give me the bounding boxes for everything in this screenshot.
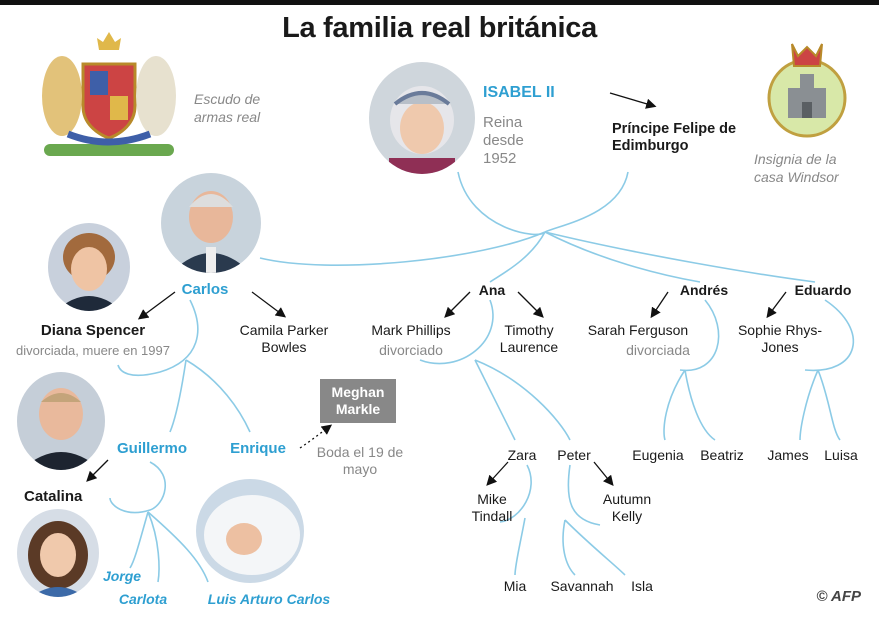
guillermo-portrait bbox=[17, 372, 105, 470]
windsor-caption: Insignia de la casa Windsor bbox=[754, 151, 839, 185]
afp-credit: © AFP bbox=[816, 588, 861, 605]
peter-name: Peter bbox=[557, 447, 591, 463]
mark-name: Mark Phillips bbox=[371, 322, 451, 338]
camila-name: Camila Parker Bowles bbox=[239, 322, 329, 355]
royal-arms-emblem bbox=[42, 32, 176, 156]
catalina-portrait bbox=[17, 509, 99, 597]
carlota-name: Carlota bbox=[118, 591, 168, 607]
sarah-name: Sarah Ferguson bbox=[587, 322, 689, 338]
ana-name: Ana bbox=[478, 282, 506, 298]
savannah-name: Savannah bbox=[550, 578, 614, 594]
carlos-name: Carlos bbox=[181, 281, 229, 298]
timothy-name: Timothy Laurence bbox=[499, 322, 559, 355]
diana-portrait bbox=[48, 223, 130, 311]
queen-name: ISABEL II bbox=[483, 84, 555, 101]
carlos-portrait bbox=[161, 173, 261, 273]
jorge-name: Jorge bbox=[102, 568, 142, 584]
philip-name: Príncipe Felipe de Edimburgo bbox=[612, 121, 737, 154]
queen-subtitle: Reina desde 1952 bbox=[483, 114, 524, 167]
queen-elizabeth-portrait bbox=[369, 62, 475, 174]
mia-name: Mia bbox=[503, 578, 527, 594]
windsor-badge-emblem bbox=[767, 43, 847, 138]
sarah-note: divorciada bbox=[626, 342, 690, 358]
page-title: La familia real británica bbox=[282, 12, 597, 44]
top-bar bbox=[0, 0, 879, 5]
wedding-note: Boda el 19 de mayo bbox=[316, 444, 404, 477]
eugenia-name: Eugenia bbox=[632, 447, 684, 463]
enrique-name: Enrique bbox=[230, 440, 286, 457]
meghan-markle-box: Meghan Markle bbox=[320, 379, 396, 423]
isla-name: Isla bbox=[631, 578, 653, 594]
james-name: James bbox=[767, 447, 809, 463]
luisa-name: Luisa bbox=[824, 447, 858, 463]
sophie-name: Sophie Rhys-Jones bbox=[737, 322, 823, 355]
catalina-name: Catalina bbox=[24, 488, 83, 505]
arms-caption: Escudo de armas real bbox=[194, 91, 261, 125]
mark-note: divorciado bbox=[379, 342, 443, 358]
mike-name: Mike Tindall bbox=[471, 491, 513, 524]
diana-note: divorciada, muere en 1997 bbox=[16, 343, 170, 358]
zara-name: Zara bbox=[507, 447, 537, 463]
guillermo-name: Guillermo bbox=[116, 440, 188, 457]
diana-name: Diana Spencer bbox=[40, 322, 146, 339]
autumn-name: Autumn Kelly bbox=[602, 491, 652, 524]
andres-name: Andrés bbox=[679, 282, 729, 298]
luis-name: Luis Arturo Carlos bbox=[207, 591, 331, 607]
eduardo-name: Eduardo bbox=[794, 282, 852, 298]
baby-luis-portrait bbox=[196, 479, 304, 583]
beatriz-name: Beatriz bbox=[700, 447, 744, 463]
